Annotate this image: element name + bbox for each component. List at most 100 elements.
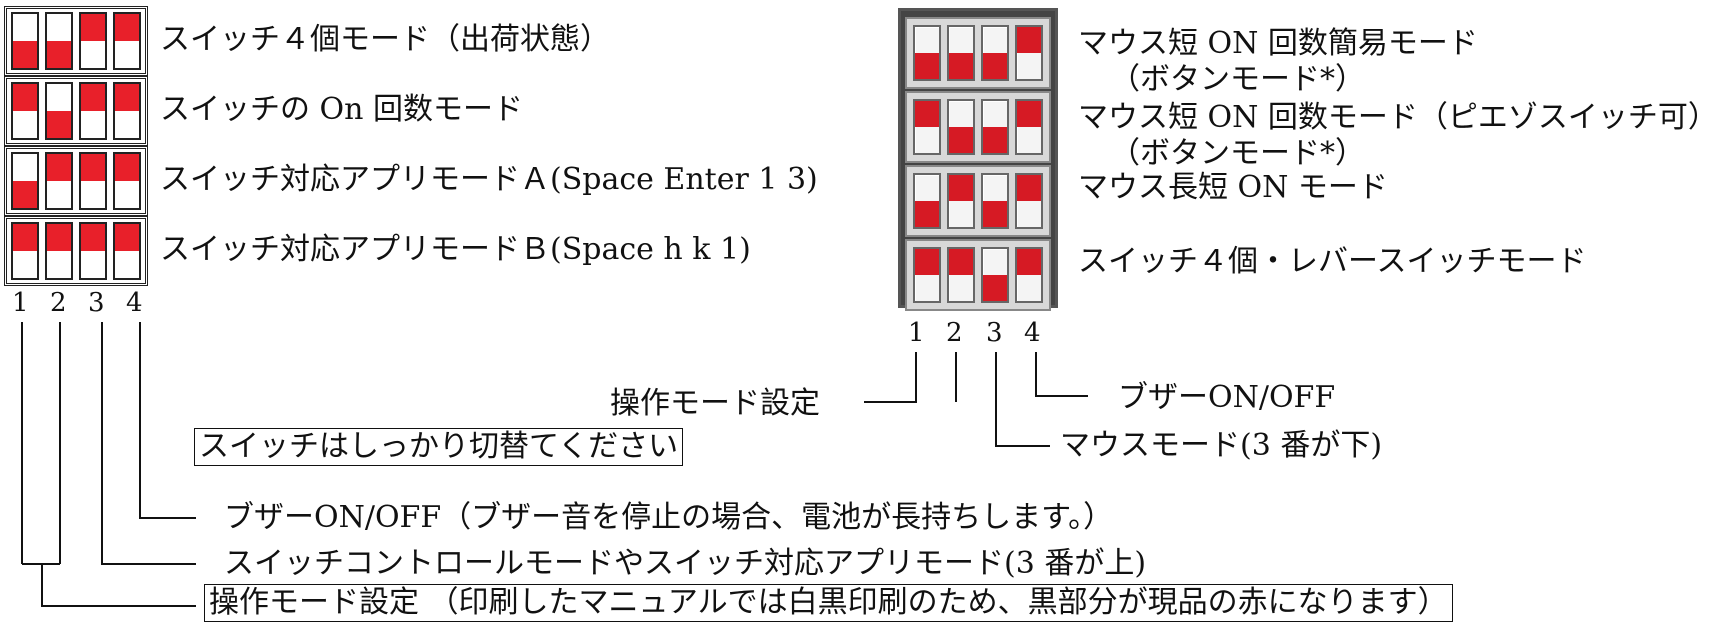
left-mode-label-3: スイッチ対応アプリモードＡ(Space Enter 1 3) bbox=[160, 162, 818, 197]
dip-switch-knob bbox=[949, 53, 973, 79]
left-mode-label-2: スイッチの On 回数モード bbox=[160, 92, 523, 127]
dip-switch-3 bbox=[981, 173, 1009, 229]
left-mode-label-4: スイッチ対応アプリモードＢ(Space h k 1) bbox=[160, 232, 751, 267]
dip-switch-2 bbox=[947, 173, 975, 229]
dip-switch-2 bbox=[45, 82, 73, 140]
dip-switch-knob bbox=[983, 275, 1007, 301]
dip-switch-knob bbox=[915, 53, 939, 79]
switch-note-box: スイッチはしっかり切替てください bbox=[194, 428, 684, 466]
dip-switch-2 bbox=[947, 99, 975, 155]
dip-switch-knob bbox=[1017, 175, 1041, 201]
right-mode-label-1: マウス短 ON 回数簡易モード bbox=[1078, 26, 1478, 61]
dip-switch-1 bbox=[913, 25, 941, 81]
dip-switch-2 bbox=[947, 25, 975, 81]
left-mode-label-1: スイッチ４個モード（出荷状態） bbox=[160, 22, 610, 57]
dip-switch-knob bbox=[81, 224, 105, 251]
right-dip-panel bbox=[898, 8, 1058, 311]
left-buzzer-line bbox=[139, 322, 196, 519]
dip-switch-knob bbox=[13, 84, 37, 111]
dip-switch-4 bbox=[1015, 99, 1043, 155]
right-mouse-mode-callout: マウスモード(3 番が下) bbox=[1060, 428, 1383, 463]
left-operation-mode-callout: 操作モード設定 （印刷したマニュアルでは白黒印刷のため、黒部分が現品の赤になりま… bbox=[204, 584, 1453, 622]
dip-switch-1 bbox=[913, 99, 941, 155]
right-buzzer-line bbox=[1035, 352, 1088, 397]
dip-switch-knob bbox=[81, 14, 105, 41]
right-dip-row-1 bbox=[905, 17, 1051, 89]
dip-switch-knob bbox=[949, 175, 973, 201]
right-dip-row-3 bbox=[905, 165, 1051, 237]
left-dip-row-1 bbox=[4, 6, 148, 76]
dip-switch-knob bbox=[115, 84, 139, 111]
right-mode-label-2: マウス短 ON 回数モード（ピエゾスイッチ可） bbox=[1078, 100, 1718, 135]
dip-switch-2 bbox=[45, 12, 73, 70]
left-switch-ctrl-line bbox=[101, 322, 196, 565]
right-dip-row-4 bbox=[905, 239, 1051, 311]
left-op-mode-line-3 bbox=[41, 564, 196, 607]
dip-switch-1 bbox=[11, 12, 39, 70]
dip-switch-4 bbox=[1015, 247, 1043, 303]
left-switch-number-1: 1 bbox=[12, 288, 29, 318]
left-switch-number-4: 4 bbox=[126, 288, 143, 318]
dip-switch-knob bbox=[949, 249, 973, 275]
dip-switch-4 bbox=[1015, 25, 1043, 81]
dip-switch-knob bbox=[915, 249, 939, 275]
dip-switch-knob bbox=[81, 84, 105, 111]
dip-switch-knob bbox=[1017, 27, 1041, 53]
dip-switch-knob bbox=[915, 101, 939, 127]
left-buzzer-callout: ブザーON/OFF（ブザー音を停止の場合、電池が長持ちします。） bbox=[224, 500, 1114, 535]
dip-switch-knob bbox=[1017, 101, 1041, 127]
dip-switch-knob bbox=[47, 41, 71, 68]
dip-switch-3 bbox=[981, 99, 1009, 155]
dip-switch-2 bbox=[45, 152, 73, 210]
dip-switch-4 bbox=[1015, 173, 1043, 229]
left-switch-control-callout: スイッチコントロールモードやスイッチ対応アプリモード(3 番が上) bbox=[224, 546, 1147, 581]
dip-switch-knob bbox=[115, 224, 139, 251]
right-mode-sub-2: （ボタンモード*） bbox=[1110, 136, 1365, 171]
right-op-mode-line bbox=[864, 352, 917, 403]
dip-switch-knob bbox=[115, 14, 139, 41]
dip-switch-knob bbox=[915, 201, 939, 227]
dip-switch-knob bbox=[983, 53, 1007, 79]
dip-switch-3 bbox=[981, 25, 1009, 81]
dip-switch-1 bbox=[11, 222, 39, 280]
dip-switch-knob bbox=[115, 154, 139, 181]
dip-switch-3 bbox=[79, 82, 107, 140]
dip-switch-knob bbox=[983, 201, 1007, 227]
right-mouse-line bbox=[995, 352, 1050, 447]
left-switch-number-2: 2 bbox=[50, 288, 67, 318]
right-mode-sub-1: （ボタンモード*） bbox=[1110, 62, 1365, 97]
dip-switch-4 bbox=[113, 222, 141, 280]
dip-switch-3 bbox=[79, 222, 107, 280]
dip-switch-1 bbox=[913, 247, 941, 303]
dip-switch-4 bbox=[113, 152, 141, 210]
right-switch-number-4: 4 bbox=[1024, 318, 1041, 348]
dip-switch-knob bbox=[983, 127, 1007, 153]
dip-switch-1 bbox=[11, 82, 39, 140]
dip-switch-knob bbox=[13, 181, 37, 208]
right-switch-number-2: 2 bbox=[946, 318, 963, 348]
dip-switch-knob bbox=[81, 154, 105, 181]
dip-switch-knob bbox=[13, 41, 37, 68]
left-switch-number-3: 3 bbox=[88, 288, 105, 318]
dip-switch-3 bbox=[79, 12, 107, 70]
dip-switch-knob bbox=[47, 154, 71, 181]
right-operation-mode-callout: 操作モード設定 bbox=[610, 386, 820, 421]
dip-switch-knob bbox=[13, 224, 37, 251]
dip-switch-3 bbox=[981, 247, 1009, 303]
dip-switch-4 bbox=[113, 12, 141, 70]
dip-switch-3 bbox=[79, 152, 107, 210]
left-dip-row-2 bbox=[4, 76, 148, 146]
dip-switch-knob bbox=[949, 127, 973, 153]
dip-switch-4 bbox=[113, 82, 141, 140]
dip-switch-2 bbox=[45, 222, 73, 280]
dip-switch-2 bbox=[947, 247, 975, 303]
left-dip-row-4 bbox=[4, 216, 148, 286]
right-mode-label-3: マウス長短 ON モード bbox=[1078, 170, 1388, 205]
right-buzzer-callout: ブザーON/OFF bbox=[1118, 380, 1336, 415]
right-mode-label-4: スイッチ４個・レバースイッチモード bbox=[1078, 244, 1587, 279]
right-dip-row-2 bbox=[905, 91, 1051, 163]
dip-switch-knob bbox=[47, 111, 71, 138]
left-dip-row-3 bbox=[4, 146, 148, 216]
dip-switch-1 bbox=[11, 152, 39, 210]
dip-switch-knob bbox=[1017, 249, 1041, 275]
